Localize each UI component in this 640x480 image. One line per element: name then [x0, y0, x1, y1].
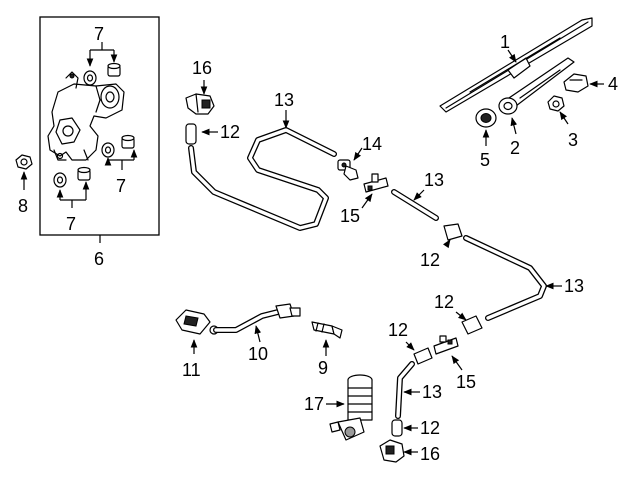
hose-13-upper-straight-icon: [391, 189, 439, 221]
wiper-motor-icon: [47, 71, 125, 161]
callout-15-lower: 15: [456, 372, 476, 392]
callout-12-lower-center: 12: [388, 320, 408, 340]
callout-7-bottom: 7: [66, 214, 76, 234]
tee-15-lower-icon: [433, 335, 459, 355]
callout-7-middle: 7: [116, 176, 126, 196]
callout-16-top: 16: [192, 58, 212, 78]
spacer-7-bottom-right-icon: [77, 166, 91, 181]
hose-13-lower-icon: [395, 361, 415, 419]
callout-13-lower: 13: [422, 382, 442, 402]
connector-12-right-icon: [461, 315, 483, 335]
callout-9: 9: [318, 358, 328, 378]
callout-12-bottom: 12: [420, 418, 440, 438]
callout-11: 11: [182, 360, 201, 380]
seal-5-icon: [475, 108, 497, 128]
hose-13-long-icon: [463, 235, 547, 321]
connector-12-bottom-icon: [391, 419, 403, 437]
hose-13-upper-loop-icon: [188, 127, 337, 231]
bracket-11-icon: [175, 309, 219, 335]
connector-12-middle-icon: [443, 223, 463, 241]
callout-5: 5: [480, 150, 490, 170]
grommet-7-top-left-icon: [83, 70, 97, 86]
clip-16-top-icon: [185, 93, 215, 115]
grommet-7-mid-left-icon: [101, 142, 115, 158]
callout-1: 1: [500, 32, 510, 52]
callout-13-long: 13: [564, 276, 584, 296]
callout-6: 6: [94, 249, 104, 269]
nut-3-icon: [547, 95, 565, 112]
callout-3: 3: [568, 130, 578, 150]
tee-15-upper-icon: [363, 173, 389, 193]
washer-pump-17-icon: [329, 374, 373, 441]
callout-14: 14: [362, 134, 382, 154]
spacer-7-mid-right-icon: [121, 134, 135, 149]
callout-2: 2: [510, 138, 520, 158]
callout-12-upper-left: 12: [220, 122, 240, 142]
callout-7-top: 7: [94, 24, 104, 44]
connector-12-upper-left-icon: [185, 123, 197, 145]
callout-16-bottom: 16: [420, 444, 440, 464]
nut-8-icon: [15, 154, 33, 170]
grommet-7-bottom-left-icon: [53, 172, 67, 188]
spacer-7-top-right-icon: [107, 62, 121, 77]
callout-17: 17: [304, 394, 324, 414]
callout-13-upper-straight: 13: [424, 170, 444, 190]
clip-16-bottom-icon: [379, 439, 405, 463]
callout-12-middle: 12: [420, 250, 440, 270]
callout-13-upper-loop: 13: [274, 90, 294, 110]
callout-12-right: 12: [434, 292, 454, 312]
callout-4: 4: [608, 74, 618, 94]
hose-10-icon: [213, 303, 301, 333]
arm-cap-4-icon: [563, 73, 589, 93]
connector-12-lower-center-icon: [413, 347, 433, 365]
wiper-blade-icon: [439, 17, 593, 113]
connector-9-icon: [311, 321, 343, 339]
callout-15-upper: 15: [340, 206, 360, 226]
callout-10: 10: [248, 344, 268, 364]
nozzle-14-icon: [337, 159, 359, 181]
wiper-arm-icon: [498, 57, 575, 115]
callout-8: 8: [18, 196, 28, 216]
